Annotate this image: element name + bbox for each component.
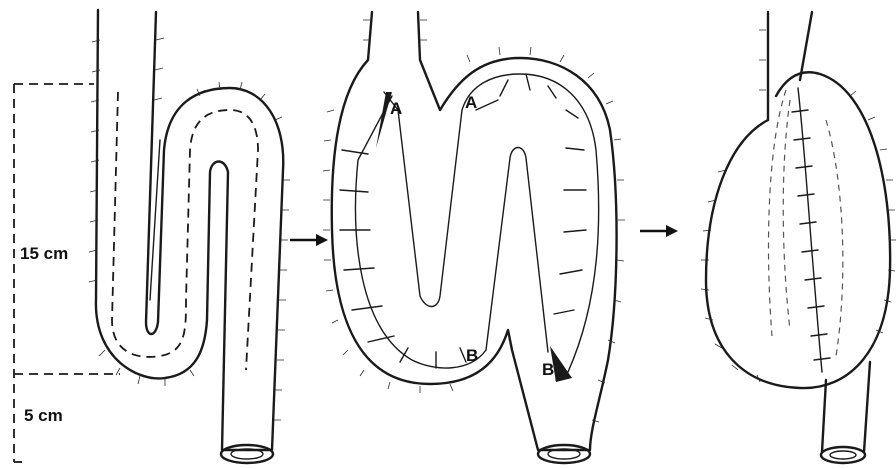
bowel-outline-1 — [96, 10, 283, 450]
panel-completed-pouch — [701, 12, 896, 463]
arrow-right-icon — [290, 234, 328, 246]
bowel-end-opening-1 — [221, 445, 273, 463]
dashed-line-1 — [112, 92, 258, 370]
panel-folded-bowel — [89, 10, 290, 463]
point-label-a-right: A — [465, 93, 477, 112]
point-label-b-left: B — [466, 346, 478, 365]
pouch-outline — [706, 72, 890, 388]
bowel-end-opening-2 — [538, 445, 590, 463]
measure-label-5cm: 5 cm — [24, 406, 63, 425]
arrow-right-icon — [640, 225, 678, 237]
bowel-end-opening-3 — [821, 447, 865, 463]
panel-opened-bowel — [323, 12, 625, 463]
inner-wall-2 — [384, 74, 599, 380]
suture-line — [798, 88, 822, 372]
measure-label-15cm: 15 cm — [20, 244, 68, 263]
point-label-b-right: B — [542, 360, 554, 379]
point-label-a-left: A — [390, 99, 402, 118]
